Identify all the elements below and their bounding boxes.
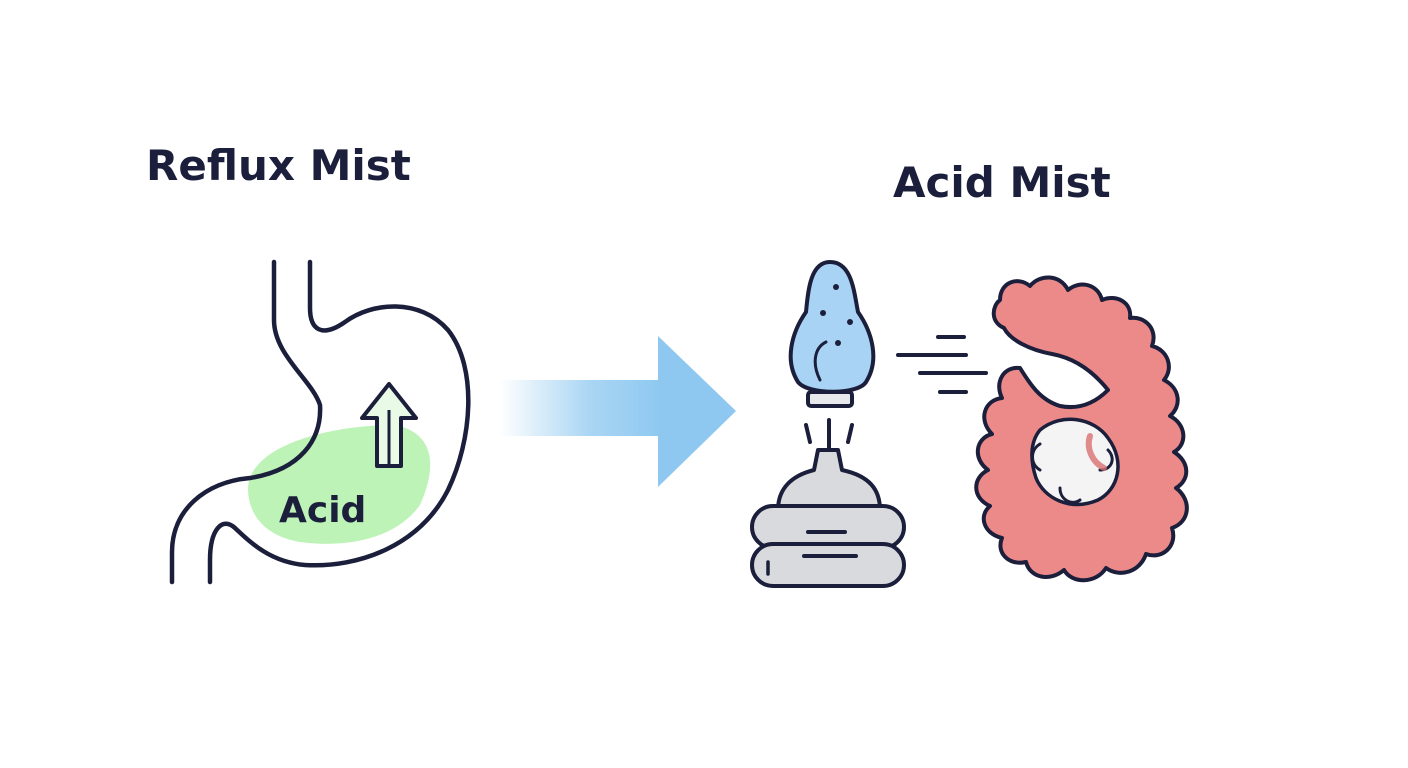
lung-organ-icon <box>976 277 1187 580</box>
spray-lines <box>806 420 852 448</box>
stomach-icon: Acid <box>172 262 468 582</box>
mist-droplet-icon <box>791 262 874 406</box>
motion-lines-icon <box>898 337 986 392</box>
nebulizer-base-icon <box>752 450 904 586</box>
flow-arrow-icon <box>500 336 736 487</box>
acid-label: Acid <box>279 490 366 531</box>
